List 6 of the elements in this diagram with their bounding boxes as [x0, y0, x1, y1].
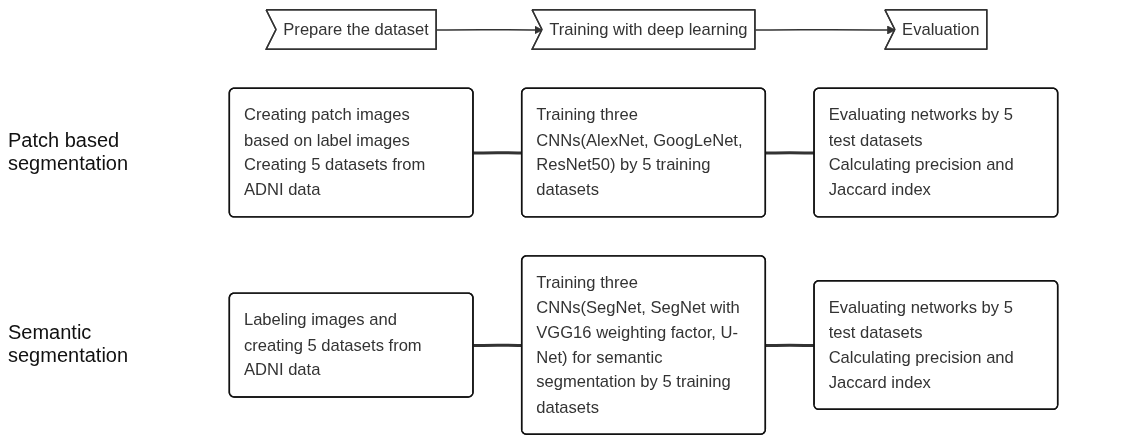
connector: [765, 151, 815, 155]
row-label: Semantic segmentation: [8, 321, 130, 368]
arrow: [435, 25, 543, 35]
arrow: [754, 25, 896, 35]
connector: [765, 343, 815, 347]
row-label: Patch based segmentation: [8, 128, 130, 175]
